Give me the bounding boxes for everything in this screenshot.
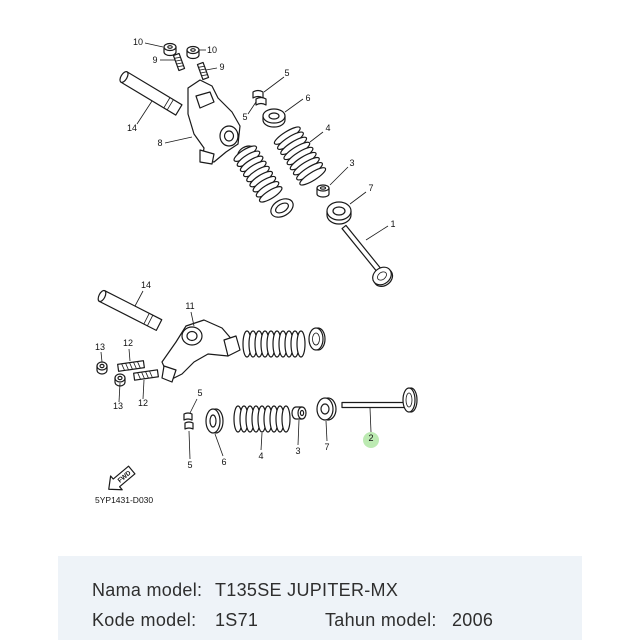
callout-leader — [164, 136, 193, 144]
part-7-spring-seat — [316, 397, 337, 421]
callout-leader — [260, 432, 263, 451]
part-8-rocker-arm — [187, 79, 241, 165]
forward-arrow-icon: FWD — [108, 465, 136, 491]
highlight-marker — [363, 432, 379, 448]
callout-leader — [118, 382, 121, 403]
callout-leader — [247, 101, 257, 115]
diagram-code: 5YP1431-D030 — [95, 495, 153, 505]
part-11-rocker-arm — [161, 319, 241, 383]
nama-model-label: Nama model: — [92, 580, 203, 600]
callout-leader — [309, 131, 324, 143]
callout-leader — [136, 100, 153, 125]
part-13-lock-nut — [96, 361, 108, 375]
callout-label: 13 — [113, 401, 123, 411]
part-6-spring-retainer — [262, 108, 286, 128]
callout-label: 5 — [242, 112, 247, 122]
part-7-spring-seat — [326, 201, 352, 225]
callout-label: 10 — [207, 45, 217, 55]
part-10-lock-nut — [163, 42, 177, 57]
callout-label: 9 — [219, 62, 224, 72]
callout-label: 6 — [305, 93, 310, 103]
model-info-panel: Nama model: T135SE JUPITER-MX Kode model… — [58, 556, 582, 640]
part-5-valve-cotter — [252, 89, 267, 106]
callout-label: 5 — [187, 460, 192, 470]
callout-leader — [329, 166, 349, 186]
callout-leader — [100, 351, 103, 363]
part-13-lock-nut — [114, 373, 126, 387]
callout-label: 13 — [95, 342, 105, 352]
callout-labels: 10 10 9 9 5 6 5 14 8 4 3 7 1 14 11 13 12… — [95, 37, 396, 470]
part-9-adjusting-screw — [172, 52, 186, 72]
callout-leader — [325, 420, 328, 442]
callout-label: 7 — [324, 442, 329, 452]
callout-label: 8 — [157, 138, 162, 148]
callout-label: 14 — [141, 280, 151, 290]
callout-leader — [188, 430, 191, 460]
part-14-rocker-shaft — [97, 289, 163, 332]
kode-model-label: Kode model: — [92, 610, 197, 630]
part-3-stem-seal — [316, 184, 330, 198]
tahun-model-label: Tahun model: — [325, 610, 437, 630]
callout-leader — [349, 191, 367, 205]
callout-leader — [142, 379, 145, 400]
valve-head-assembled — [270, 198, 294, 218]
valve-spring-assembled — [242, 330, 306, 358]
part-6-spring-retainer — [205, 408, 224, 434]
part-3-stem-seal — [291, 406, 307, 420]
callout-leader — [189, 398, 198, 414]
part-9-adjusting-screw — [196, 61, 210, 81]
callout-label: 10 — [133, 37, 143, 47]
part-12-adjusting-screw — [117, 360, 145, 372]
callout-leader — [369, 407, 372, 433]
callout-leader — [128, 348, 131, 362]
callout-label: 5 — [284, 68, 289, 78]
callout-label: 7 — [368, 183, 373, 193]
callout-label: 3 — [349, 158, 354, 168]
callout-label: 4 — [325, 123, 330, 133]
callout-label: 1 — [390, 219, 395, 229]
callout-label: 4 — [258, 451, 263, 461]
part-12-adjusting-screw — [133, 369, 159, 381]
callout-label: 6 — [221, 457, 226, 467]
kode-model-value: 1S71 — [215, 610, 259, 630]
callout-label: 12 — [123, 338, 133, 348]
callout-label: 2 — [368, 433, 373, 443]
callout-label: 9 — [152, 55, 157, 65]
valve-spring-assembled — [233, 145, 283, 203]
part-4-valve-spring — [233, 405, 291, 433]
callout-leader — [214, 433, 224, 457]
callout-leaders — [100, 42, 389, 460]
valve-head-assembled — [308, 327, 326, 351]
part-1-intake-valve — [341, 224, 394, 287]
part-4-valve-spring — [273, 126, 327, 186]
callout-leader — [144, 42, 164, 48]
callout-label: 14 — [127, 123, 137, 133]
callout-leader — [134, 290, 144, 307]
tahun-model-value: 2006 — [452, 610, 494, 630]
callout-label: 12 — [138, 398, 148, 408]
part-5-valve-cotter — [183, 412, 194, 430]
callout-leader — [284, 98, 304, 113]
nama-model-value: T135SE JUPITER-MX — [215, 580, 399, 600]
callout-label: 11 — [185, 301, 194, 311]
callout-leader — [263, 76, 285, 93]
part-10-lock-nut — [186, 45, 200, 60]
valve-parts-diagram: 10 10 9 9 5 6 5 14 8 4 3 7 1 14 11 13 12… — [95, 37, 418, 505]
callout-leader — [190, 311, 195, 327]
callout-label: 3 — [295, 446, 300, 456]
callout-leader — [365, 225, 389, 241]
part-14-rocker-shaft — [119, 71, 183, 116]
callout-label: 5 — [197, 388, 202, 398]
callout-leader — [297, 419, 300, 446]
part-2-exhaust-valve — [341, 387, 418, 413]
callout-leader — [205, 67, 218, 71]
